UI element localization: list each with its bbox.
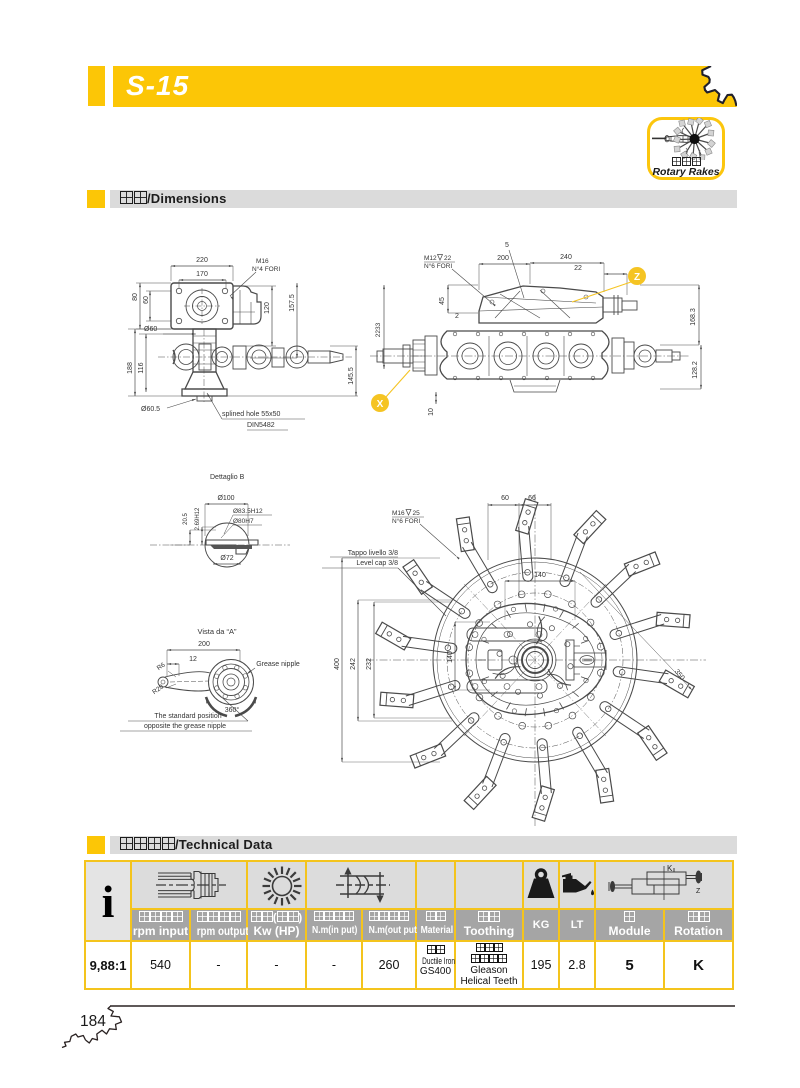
svg-text:22: 22 — [444, 255, 452, 262]
svg-text:Ø83.5H12: Ø83.5H12 — [233, 508, 263, 515]
svg-text:145.5: 145.5 — [348, 367, 355, 385]
svg-text:The standard position: The standard position — [154, 713, 221, 720]
svg-text:2233: 2233 — [375, 322, 382, 337]
svg-text:360°: 360° — [225, 706, 240, 714]
svg-text:Ø100: Ø100 — [217, 495, 234, 502]
svg-text:splined hole 55x50: splined hole 55x50 — [222, 411, 280, 418]
svg-text:232: 232 — [366, 658, 373, 670]
svg-text:M16: M16 — [392, 510, 405, 517]
svg-text:200: 200 — [497, 255, 509, 262]
svg-text:45: 45 — [439, 297, 446, 305]
svg-text:140: 140 — [534, 572, 546, 579]
svg-text:K: K — [667, 864, 673, 873]
svg-text:N°6 FORI: N°6 FORI — [424, 262, 452, 270]
svg-text:66: 66 — [528, 495, 536, 502]
svg-text:20.5: 20.5 — [183, 513, 189, 525]
svg-text:12: 12 — [189, 656, 197, 663]
svg-text:N°6 FORI: N°6 FORI — [392, 517, 420, 525]
svg-text:X: X — [377, 399, 384, 410]
svg-text:116: 116 — [138, 362, 145, 373]
svg-text:DIN5482: DIN5482 — [247, 422, 275, 429]
svg-text:25: 25 — [413, 510, 421, 517]
svg-text:Z: Z — [634, 272, 640, 283]
svg-text:opposite the grease nipple: opposite the grease nipple — [144, 723, 226, 730]
svg-text:Level cap 3/8: Level cap 3/8 — [356, 560, 398, 567]
svg-text:2: 2 — [455, 313, 459, 320]
svg-text:170: 170 — [196, 271, 208, 278]
svg-text:200: 200 — [198, 641, 210, 648]
svg-text:168.3: 168.3 — [690, 308, 697, 326]
svg-text:5: 5 — [505, 242, 509, 249]
svg-text:Tappo livello 3/8: Tappo livello 3/8 — [348, 550, 398, 557]
svg-text:Z: Z — [696, 888, 701, 895]
svg-text:240: 240 — [560, 254, 572, 261]
svg-text:10: 10 — [428, 408, 435, 416]
svg-text:22: 22 — [574, 265, 582, 272]
svg-text:140: 140 — [447, 651, 454, 663]
svg-text:80: 80 — [132, 293, 139, 301]
svg-text:188: 188 — [127, 362, 134, 374]
svg-text:Ø60.5: Ø60.5 — [141, 406, 160, 413]
svg-text:M12: M12 — [424, 255, 437, 262]
svg-text:60: 60 — [143, 296, 150, 304]
svg-text:M16: M16 — [256, 258, 269, 265]
svg-text:Dettaglio B: Dettaglio B — [210, 474, 245, 481]
svg-text:157.5: 157.5 — [289, 294, 296, 312]
svg-text:Ø60: Ø60 — [144, 326, 157, 333]
svg-text:N°4 FORI: N°4 FORI — [252, 265, 280, 273]
svg-text:2.69H12: 2.69H12 — [195, 507, 201, 530]
svg-text:220: 220 — [196, 257, 208, 264]
svg-text:128.2: 128.2 — [692, 361, 699, 379]
svg-text:Grease nipple: Grease nipple — [256, 661, 300, 668]
svg-text:60: 60 — [501, 495, 509, 502]
svg-text:400: 400 — [334, 658, 341, 670]
svg-text:120: 120 — [264, 302, 271, 314]
svg-text:Vista da “A”: Vista da “A” — [197, 627, 237, 636]
svg-text:R6: R6 — [156, 661, 167, 672]
svg-text:Ø80H7: Ø80H7 — [233, 518, 254, 525]
svg-text:242: 242 — [350, 658, 357, 670]
svg-text:R20: R20 — [151, 683, 165, 696]
svg-text:Ø72: Ø72 — [220, 555, 233, 562]
